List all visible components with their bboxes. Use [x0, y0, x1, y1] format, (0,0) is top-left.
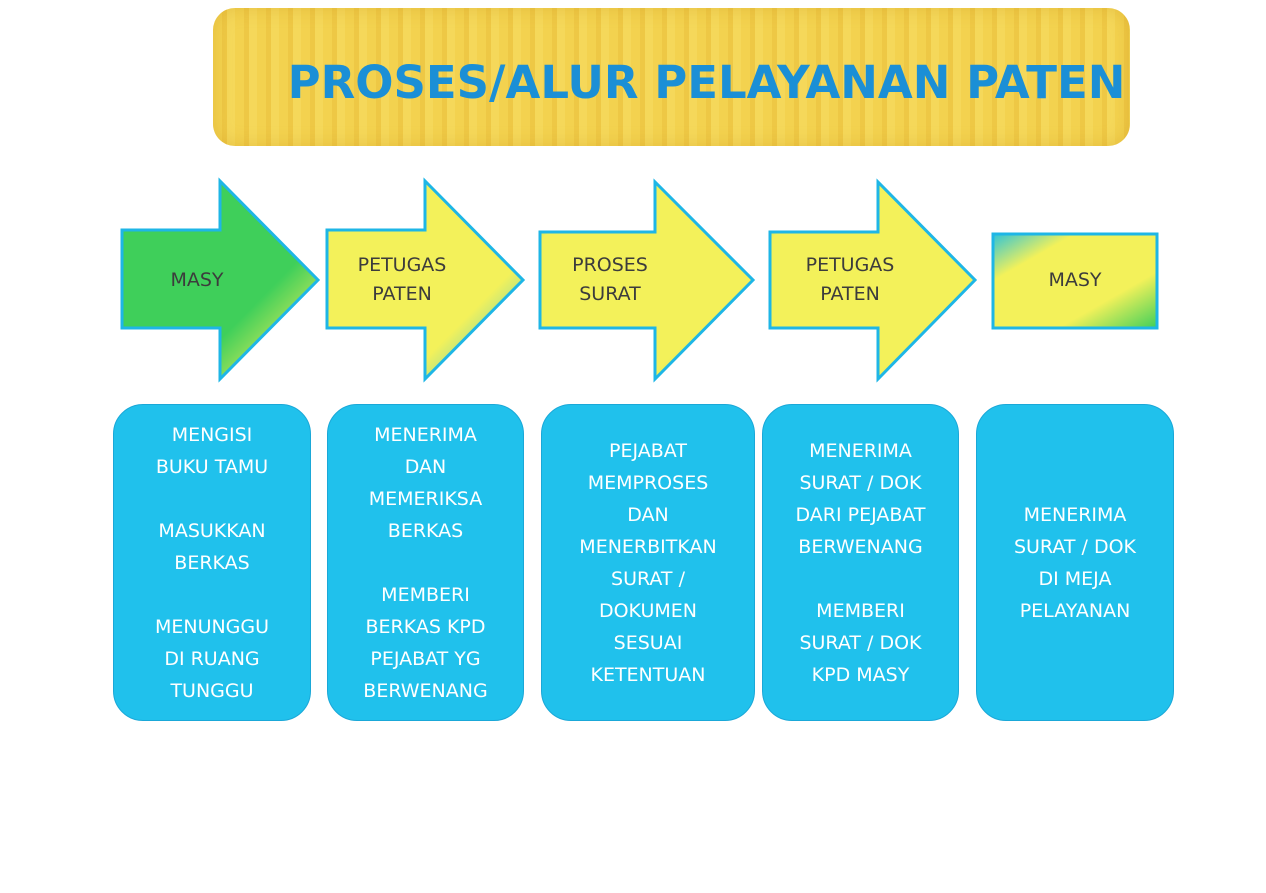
step-1-label: MASY	[122, 266, 272, 295]
detail-line: MENGISI	[171, 423, 253, 446]
detail-line: SURAT / DOK	[799, 631, 922, 654]
detail-line: MENERIMA	[1023, 503, 1127, 526]
detail-line: PEJABAT	[609, 439, 687, 462]
label-line: PROSES	[572, 254, 648, 276]
detail-line: SESUAI	[613, 631, 683, 654]
detail-line: PEJABAT YG	[370, 647, 481, 670]
detail-line: DI RUANG	[164, 647, 260, 670]
box-step-5	[991, 232, 1159, 330]
label-line: PETUGAS	[805, 254, 895, 276]
detail-line: KPD MASY	[811, 663, 910, 686]
detail-line: MENERBITKAN	[579, 535, 717, 558]
step-2-label: PETUGAS PATEN	[327, 251, 477, 309]
detail-line: DOKUMEN	[598, 599, 698, 622]
detail-line: MEMBERI	[381, 583, 470, 606]
detail-line: PELAYANAN	[1019, 599, 1131, 622]
detail-line: DI MEJA	[1038, 567, 1112, 590]
detail-line: BERWENANG	[363, 679, 488, 702]
detail-line: BUKU TAMU	[155, 455, 269, 478]
page-title: PROSES/ALUR PELAYANAN PATEN	[287, 56, 1126, 109]
label-line: PETUGAS	[357, 254, 447, 276]
detail-line: SURAT / DOK	[1013, 535, 1137, 558]
label-line: PATEN	[820, 283, 880, 305]
detail-line: MENERIMA	[374, 423, 477, 446]
label-line: SURAT	[579, 283, 641, 305]
arrow-step-3	[538, 178, 756, 383]
step-4-details: MENERIMA SURAT / DOK DARI PEJABAT BERWEN…	[762, 404, 959, 721]
detail-line: MASUKKAN	[158, 519, 266, 542]
detail-line: KETENTUAN	[590, 663, 706, 686]
step-3-details: PEJABAT MEMPROSES DAN MENERBITKAN SURAT …	[541, 404, 755, 721]
arrow-step-1	[120, 177, 321, 383]
arrow-step-2	[325, 177, 526, 383]
detail-line: DAN	[404, 455, 447, 478]
step-3-label: PROSES SURAT	[540, 251, 680, 309]
detail-line: SURAT / DOK	[799, 471, 922, 494]
detail-line: BERKAS	[174, 551, 250, 574]
label-line: MASY	[170, 269, 224, 291]
detail-line: BERWENANG	[798, 535, 923, 558]
detail-line: BERKAS	[387, 519, 464, 542]
detail-line: DAN	[627, 503, 669, 526]
detail-line: BERKAS KPD	[365, 615, 486, 638]
detail-line: MEMPROSES	[587, 471, 709, 494]
detail-line: MENERIMA	[809, 439, 912, 462]
detail-line: SURAT /	[611, 567, 685, 590]
detail-line: DARI PEJABAT	[795, 503, 926, 526]
step-1-details: MENGISI BUKU TAMU MASUKKAN BERKAS MENUNG…	[113, 404, 311, 721]
detail-line: MEMERIKSA	[368, 487, 483, 510]
label-line: MASY	[1048, 269, 1102, 291]
arrow-step-4	[768, 178, 978, 383]
title-banner: PROSES/ALUR PELAYANAN PATEN	[213, 8, 1130, 146]
detail-line: MEMBERI	[816, 599, 905, 622]
step-5-label: MASY	[993, 266, 1157, 295]
step-5-details: MENERIMA SURAT / DOK DI MEJA PELAYANAN	[976, 404, 1174, 721]
label-line: PATEN	[372, 283, 432, 305]
step-2-details: MENERIMA DAN MEMERIKSA BERKAS MEMBERI BE…	[327, 404, 524, 721]
detail-line: MENUNGGU	[154, 615, 270, 638]
detail-line: TUNGGU	[170, 679, 254, 702]
step-4-label: PETUGAS PATEN	[770, 251, 930, 309]
